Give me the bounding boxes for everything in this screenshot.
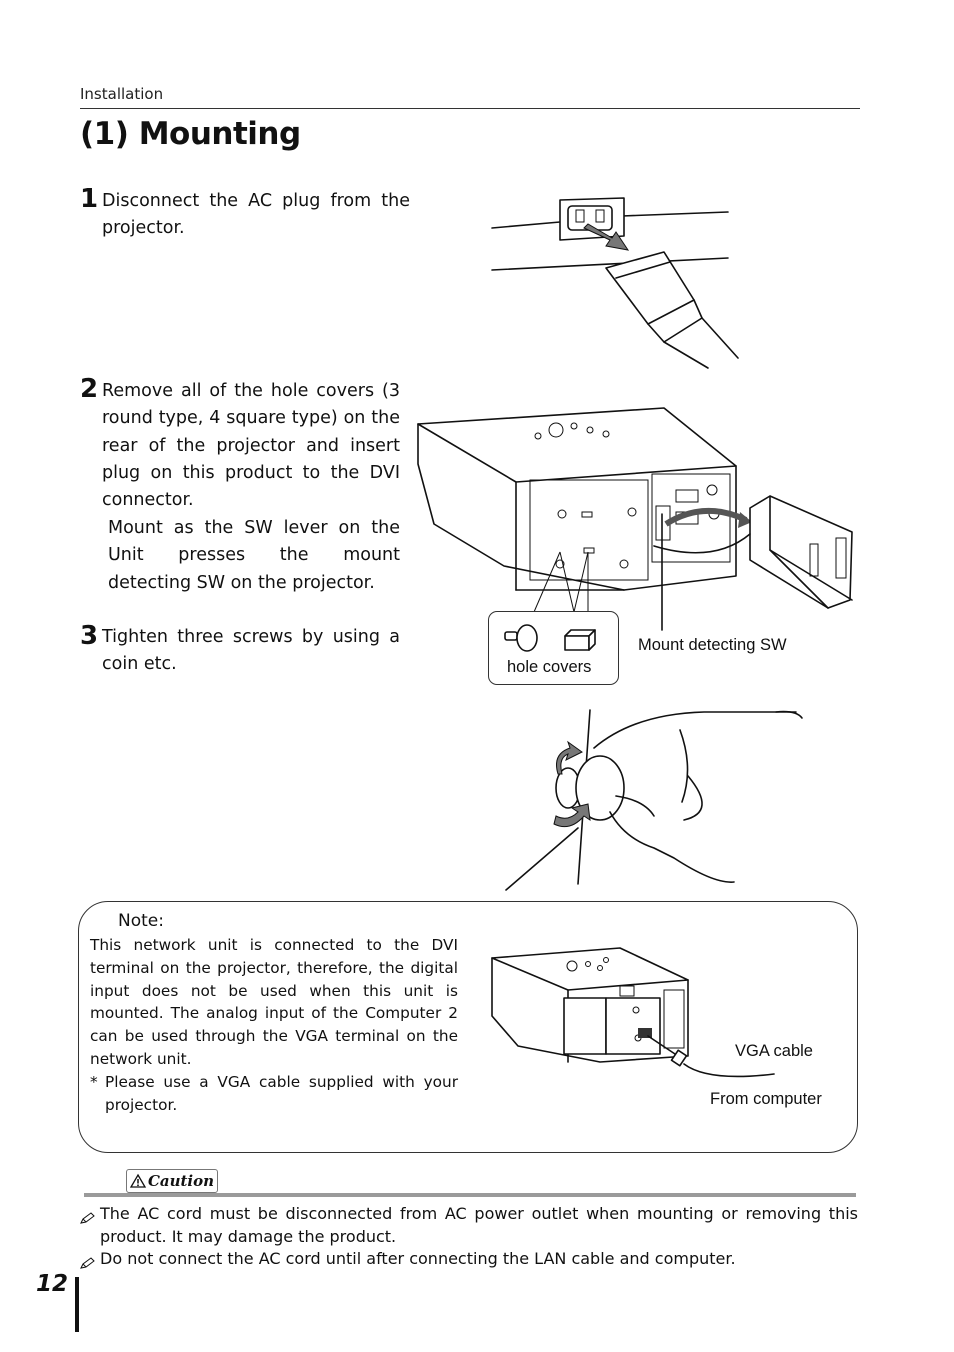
step-1-number: 1 <box>80 184 99 214</box>
hole-covers-label: hole covers <box>507 658 592 676</box>
step-2-text: Remove all of the hole covers (3 round t… <box>102 381 400 511</box>
page-number-bar <box>75 1277 79 1332</box>
note-body: This network unit is connected to the DV… <box>90 936 458 1068</box>
header-rule <box>80 108 860 109</box>
from-computer-label: From computer <box>710 1090 822 1108</box>
caution-item: Do not connect the AC cord until after c… <box>80 1248 858 1271</box>
step-2-extra: Mount as the SW lever on the Unit presse… <box>108 518 400 593</box>
round-cover-icon <box>504 624 538 652</box>
caution-item: The AC cord must be disconnected from AC… <box>80 1203 858 1248</box>
step-1-text: Disconnect the AC plug from the projecto… <box>102 191 410 239</box>
step-3-number: 3 <box>80 621 99 651</box>
projector-rear-illustration <box>417 407 853 631</box>
page-title: (1) Mounting <box>80 116 301 152</box>
section-label: Installation <box>80 85 164 103</box>
square-cover-icon <box>564 629 596 651</box>
warning-triangle-icon <box>129 1173 147 1188</box>
mount-sw-label: Mount detecting SW <box>638 636 787 654</box>
note-bullet-text: Please use a VGA cable supplied with you… <box>105 1072 458 1114</box>
caution-rule <box>84 1193 856 1197</box>
caution-badge: Caution <box>126 1169 218 1193</box>
pencil-icon <box>80 1248 100 1271</box>
caution-item-text: Do not connect the AC cord until after c… <box>100 1249 736 1268</box>
step-3-text: Tighten three screws by using a coin etc… <box>102 627 400 675</box>
note-title: Note: <box>118 911 164 931</box>
ac-plug-illustration <box>491 197 739 369</box>
note-text: This network unit is connected to the DV… <box>90 934 458 1116</box>
caution-item-text: The AC cord must be disconnected from AC… <box>100 1204 858 1246</box>
note-box <box>78 901 858 1153</box>
callout-lines <box>533 551 589 613</box>
caution-list: The AC cord must be disconnected from AC… <box>80 1203 858 1271</box>
pencil-icon <box>80 1203 100 1248</box>
vga-connection-illustration <box>491 947 775 1078</box>
tighten-screw-illustration <box>505 709 803 891</box>
note-bullet: * Please use a VGA cable supplied with y… <box>90 1071 458 1117</box>
vga-cable-label: VGA cable <box>735 1042 813 1060</box>
hole-covers-callout: hole covers <box>488 611 619 685</box>
note-bullet-mark: * <box>90 1072 98 1091</box>
step-2-number: 2 <box>80 374 99 404</box>
caution-label: Caution <box>147 1172 215 1190</box>
page-number: 12 <box>36 1271 69 1297</box>
